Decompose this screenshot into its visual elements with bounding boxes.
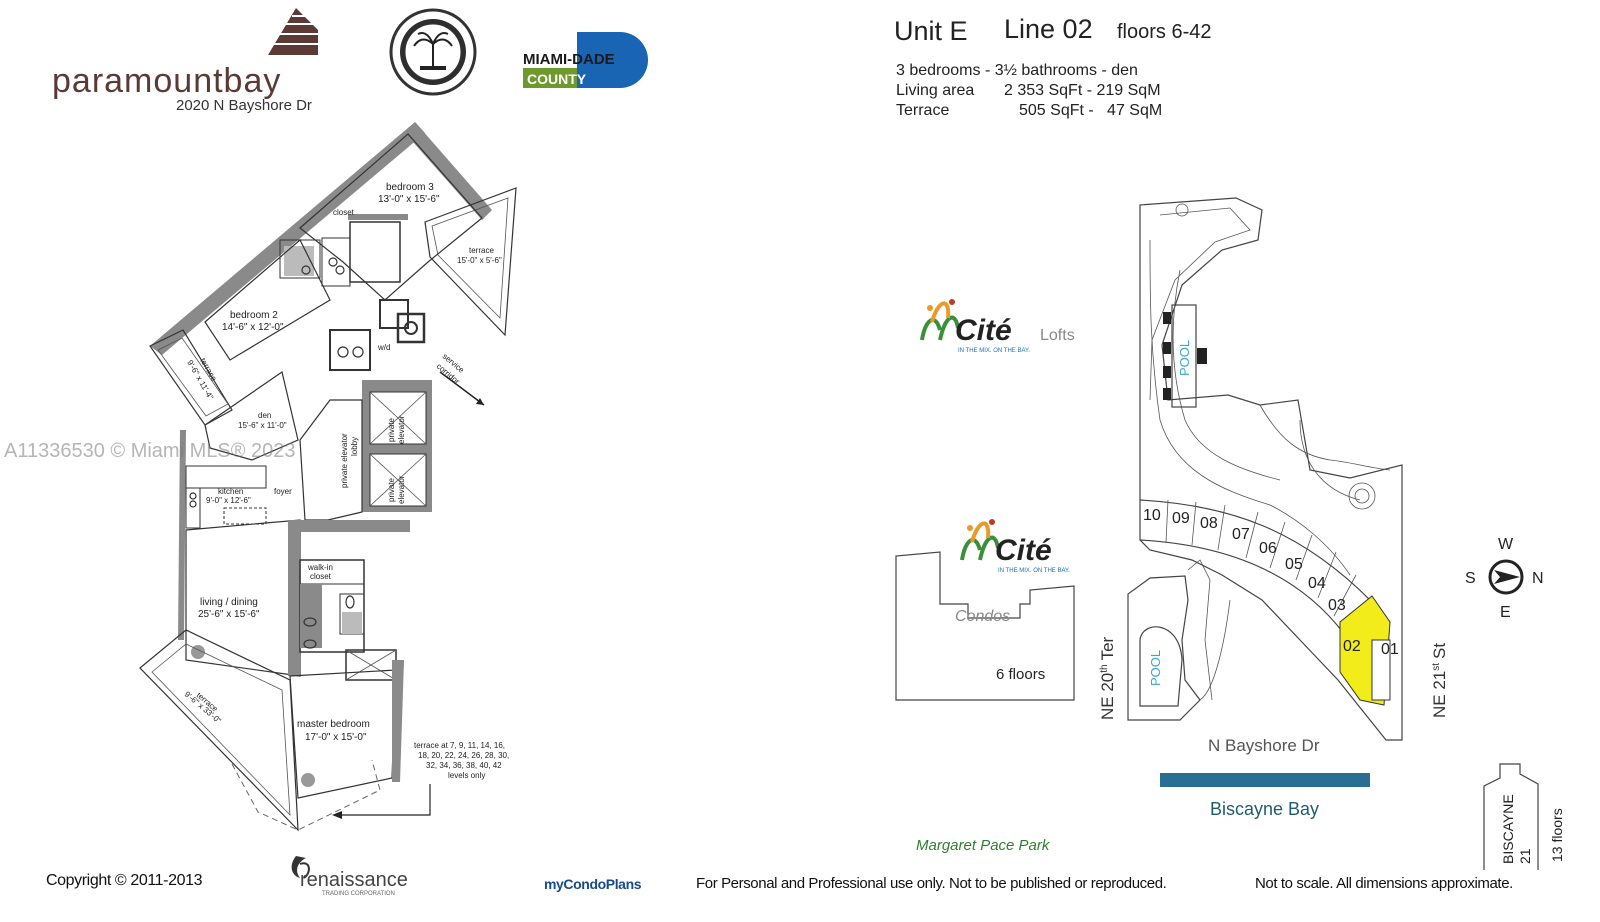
- park-label: Margaret Pace Park: [916, 837, 1051, 854]
- unit-05: 05: [1285, 556, 1303, 573]
- unit-08: 08: [1200, 515, 1218, 532]
- bay-label: Biscayne Bay: [1210, 799, 1319, 819]
- mls-watermark: A11336530 © Miami MLS® 2023: [4, 440, 296, 462]
- site-plan: [1127, 197, 1403, 741]
- walkin-closet-label: closet: [310, 572, 332, 581]
- bayshore-street: N Bayshore Dr: [1208, 736, 1320, 755]
- lobby-label: private elevator: [340, 433, 349, 488]
- bay-strip: [1160, 773, 1370, 787]
- compass-w: W: [1498, 536, 1514, 553]
- unit-02: 02: [1343, 638, 1361, 655]
- wd-label: w/d: [377, 343, 390, 352]
- compass-e: E: [1500, 604, 1511, 621]
- closet-label: closet: [333, 208, 355, 217]
- biscayne-num: 21: [1517, 848, 1533, 864]
- cite-lofts-text: Cité: [955, 314, 1012, 347]
- condos-building: [895, 551, 1075, 701]
- ne20-street: NE 20thTer: [1098, 636, 1117, 720]
- private-elevator2-label: private: [387, 477, 396, 502]
- biscayne-tower: [1483, 763, 1539, 870]
- terrace-note-4: levels only: [448, 771, 485, 780]
- living-area-value: 2 353 SqFt - 219 SqM: [1004, 82, 1161, 99]
- lobby2-label: lobby: [350, 437, 359, 456]
- six-floors-text: 6 floors: [996, 666, 1045, 683]
- floors-title: floors 6-42: [1117, 21, 1212, 43]
- master-label: master bedroom: [297, 719, 370, 730]
- kitchen-label: kitchen: [218, 487, 243, 496]
- unit-06: 06: [1259, 540, 1277, 557]
- city-seal-icon: [389, 8, 477, 96]
- living-area-label: Living area: [896, 82, 975, 99]
- elevator1-label: elevator: [397, 415, 406, 444]
- personal-use-text: For Personal and Professional use only. …: [696, 875, 1167, 892]
- unit-title: Unit E: [894, 16, 968, 46]
- miami-dade-text: MIAMI-DADE: [523, 51, 615, 68]
- brand-name: paramountbay: [52, 62, 281, 100]
- den-label: den: [258, 411, 271, 420]
- unit-01: 01: [1381, 641, 1399, 658]
- terrace-top-dim: 15'-0" x 5'-6": [457, 256, 502, 265]
- unit-07: 07: [1232, 526, 1250, 543]
- cite-lofts-tag: IN THE MIX. ON THE BAY.: [958, 348, 1030, 354]
- terrace-label: Terrace: [896, 102, 950, 119]
- ne21-street: NE 21stSt: [1430, 643, 1449, 718]
- renaissance-sub: TRADING CORPORATION: [322, 891, 395, 897]
- lofts-text: Lofts: [1040, 327, 1075, 344]
- pool2-label: POOL: [1148, 650, 1163, 686]
- renaissance-text: renaissance: [300, 869, 408, 891]
- terrace-top-label: terrace: [469, 246, 494, 255]
- terrace-value: 505 SqFt - 47 SqM: [1019, 102, 1163, 119]
- unit-03: 03: [1328, 597, 1346, 614]
- terrace-note-3: 32, 34, 36, 38, 40, 42: [426, 761, 502, 770]
- cite-condos-text: Cité: [995, 534, 1052, 567]
- unit-numbers: 10 09 08 07 06 05 04 03 02 01: [1143, 507, 1399, 658]
- biscayne-label: BISCAYNE: [1500, 794, 1516, 864]
- condos-text: Condos: [955, 608, 1010, 625]
- brand-address: 2020 N Bayshore Dr: [176, 97, 312, 114]
- terrace-note-1: terrace at 7, 9, 11, 14, 16,: [414, 741, 505, 750]
- bedroom2-dim: 14'-6" x 12'-0": [222, 322, 284, 333]
- renaissance-logo-icon: [291, 856, 310, 879]
- cite-condos-logo-icon: [960, 519, 1000, 561]
- living-dim: 25'-6" x 15'-6": [198, 609, 260, 620]
- bedroom3-dim: 13'-0" x 15'-6": [378, 194, 440, 205]
- bedroom2-label: bedroom 2: [230, 310, 278, 321]
- pool-label: POOL: [1177, 340, 1192, 376]
- elevator2-label: elevator: [397, 475, 406, 504]
- compass-icon: [1488, 559, 1524, 595]
- kitchen-dim: 9'-0" x 12'-6": [206, 496, 251, 505]
- den-dim: 15'-6" x 11'-0": [238, 421, 287, 430]
- foyer-label: foyer: [274, 487, 292, 496]
- compass-n: N: [1532, 570, 1544, 587]
- county-text: COUNTY: [527, 71, 587, 87]
- copyright-text: Copyright © 2011-2013: [46, 872, 203, 889]
- floor-plan: [139, 122, 517, 832]
- cite-lofts-logo-icon: [920, 299, 960, 341]
- miami-dade-logo-icon: [523, 32, 648, 88]
- floor-plan-labels: bedroom 3 13'-0" x 15'-6" closet terrace…: [183, 182, 509, 780]
- scale-text: Not to scale. All dimensions approximate…: [1255, 875, 1513, 892]
- biscayne-floors: 13 floors: [1549, 808, 1565, 862]
- mycondoplans-text: myCondoPlans: [544, 876, 642, 892]
- unit-10: 10: [1143, 507, 1161, 524]
- terrace-note-2: 18, 20, 22, 24, 26, 28, 30,: [418, 751, 509, 760]
- living-label: living / dining: [200, 597, 258, 608]
- unit-09: 09: [1172, 510, 1190, 527]
- spec-line: 3 bedrooms - 3½ bathrooms - den: [896, 62, 1138, 79]
- paramount-logo-icon: [268, 8, 318, 55]
- cite-condos-tag: IN THE MIX. ON THE BAY.: [998, 568, 1070, 574]
- private-elevator1-label: private: [387, 417, 396, 442]
- compass-s: S: [1465, 570, 1476, 587]
- line-title: Line 02: [1004, 14, 1093, 44]
- master-dim: 17'-0" x 15'-0": [305, 732, 367, 743]
- bedroom3-label: bedroom 3: [386, 182, 434, 193]
- unit-04: 04: [1308, 575, 1326, 592]
- walkin-label: walk-in: [307, 563, 333, 572]
